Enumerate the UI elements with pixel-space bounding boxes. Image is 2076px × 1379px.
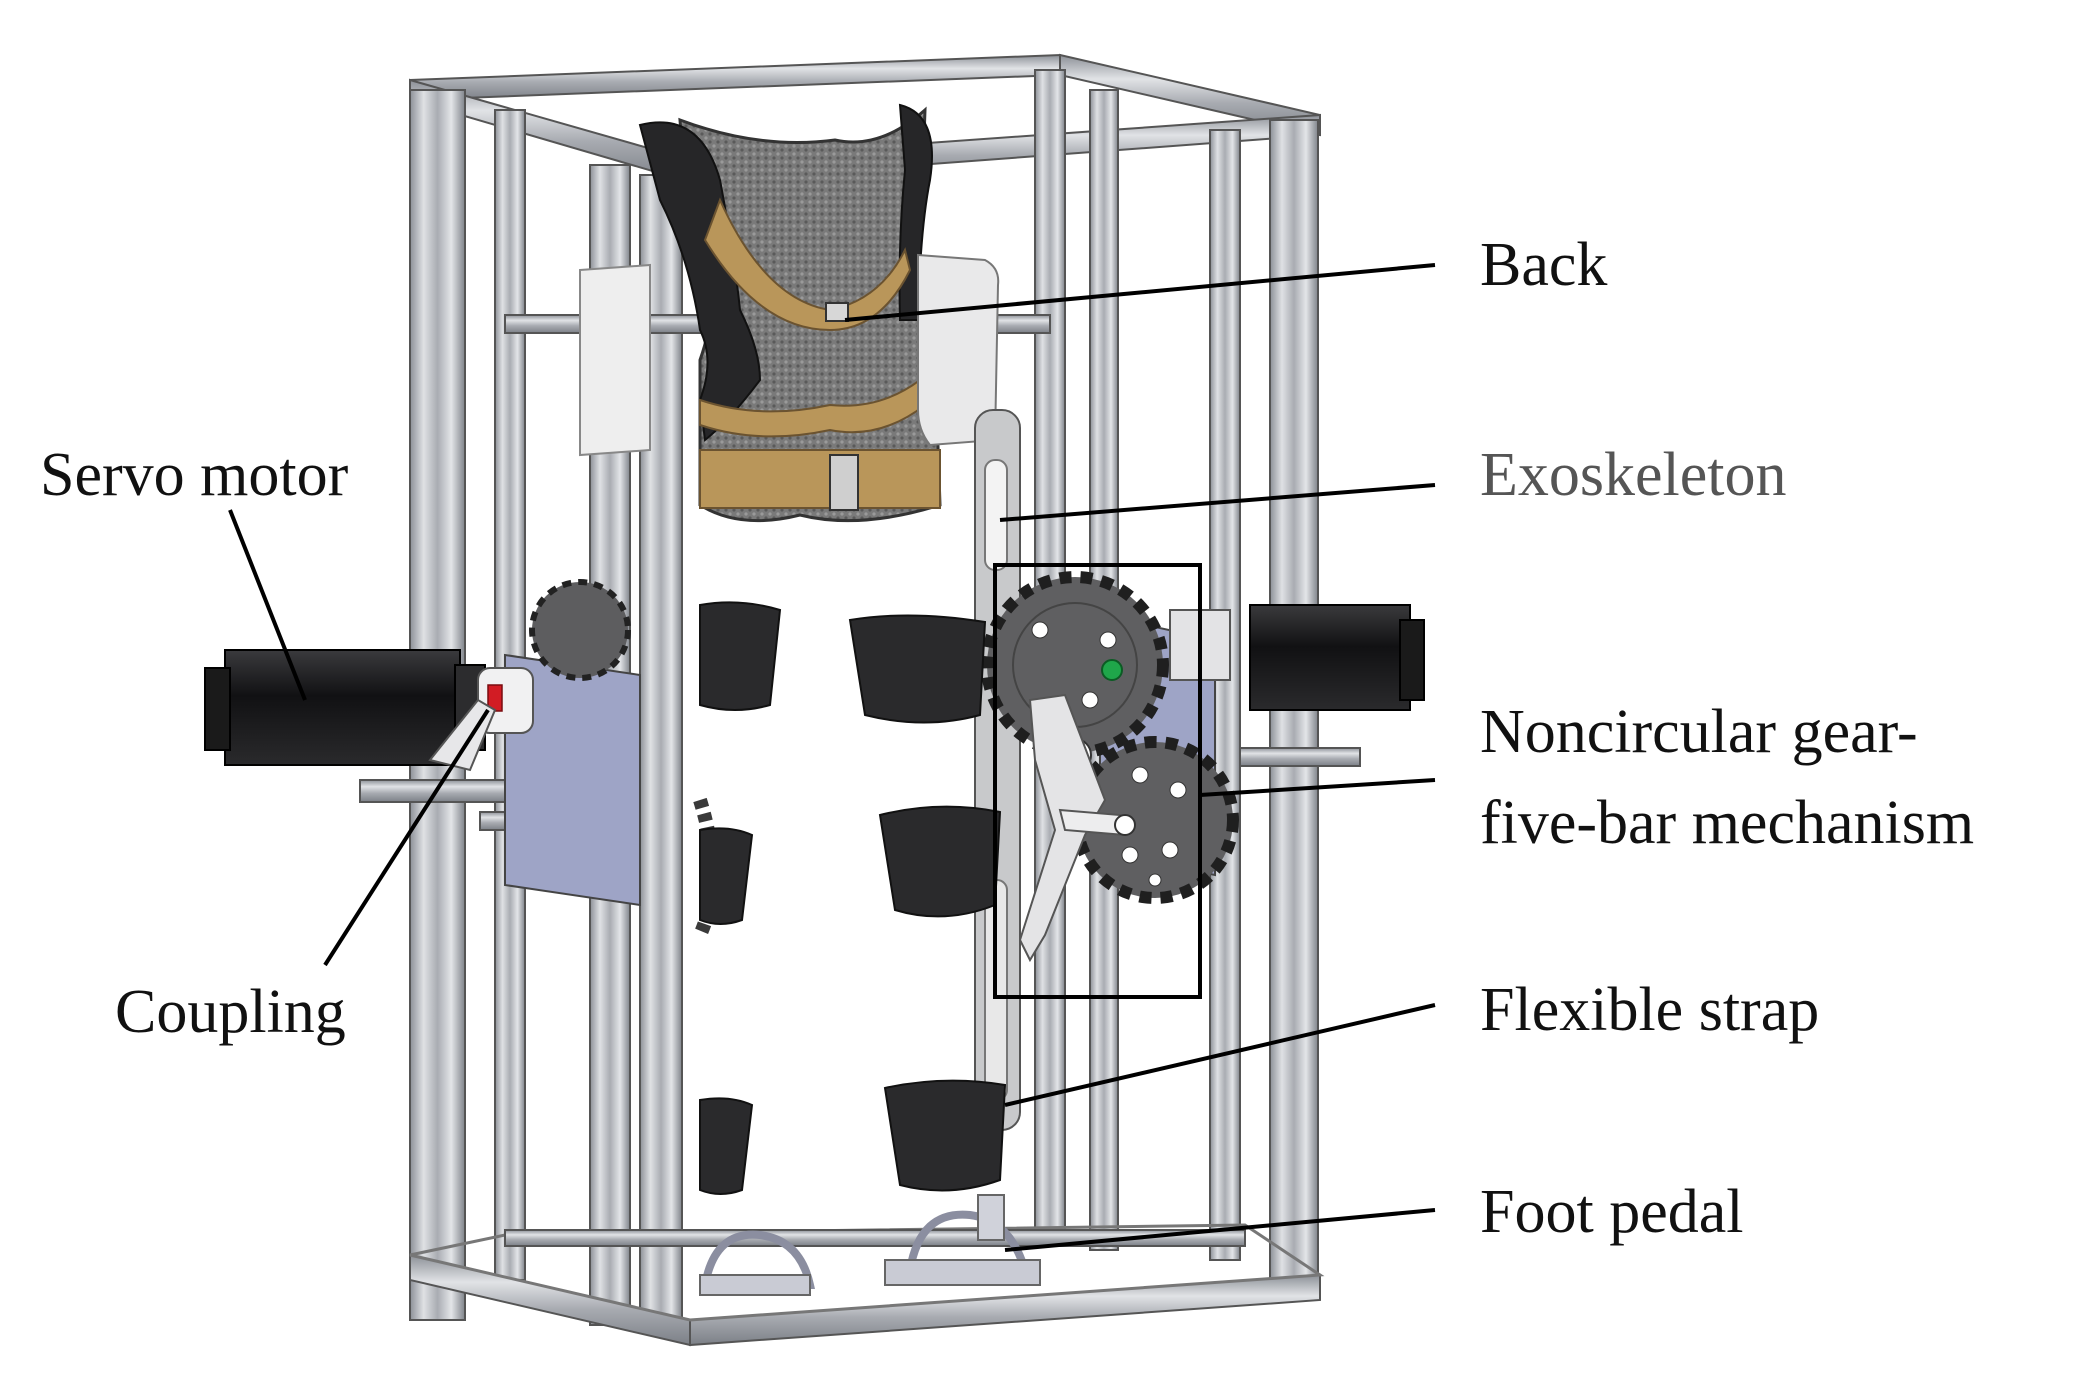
leader-coupling [323,708,490,967]
foot-pedals [699,1194,1041,1296]
back-vest [638,103,942,523]
strap-cuff-left-middle [699,827,754,925]
vest-strap-left [638,121,762,442]
strap-cuff-left-lower [699,1097,754,1195]
leader-exoskeleton [999,483,1436,522]
servo-motor-right-body [1249,604,1411,711]
servo-motor-left [204,649,534,772]
vest-trim [703,197,912,332]
label-servo-motor: Servo motor [40,441,349,509]
label-gear-mechanism-line1: Noncircular gear- [1480,698,1918,766]
noncircular-gear-driven [1071,736,1239,904]
leader-gear-mechanism [1199,778,1436,797]
servo-motor-right [1169,604,1425,711]
strap-cuff-left-upper [699,601,782,711]
frame-mid-rail-right [1239,747,1361,767]
frame-bottom-rail-back [409,1223,1325,1322]
leader-servo-motor [228,509,307,701]
label-flexible-strap: Flexible strap [1480,976,1819,1044]
vest-buckle [825,302,849,322]
foot-pedal-left [700,1230,815,1289]
leader-back [844,263,1436,322]
back-plate [579,253,1000,457]
flexible-straps [699,601,1007,1195]
noncircular-gear-left-back [529,579,631,681]
vest-belt-clip [829,454,859,511]
leader-foot-pedal [1004,1208,1436,1252]
leader-lines [228,263,1436,1252]
strap-cuff-right-upper [848,614,987,724]
label-foot-pedal: Foot pedal [1480,1178,1743,1246]
frame-bottom-crossbar [504,1229,1246,1247]
five-bar-linkage [1018,693,1136,963]
label-gear-mechanism-line2: five-bar mechanism [1480,789,1974,857]
strap-cuff-right-middle [878,805,1002,918]
label-exoskeleton: Exoskeleton [1480,441,1787,509]
motor-bracket-left [428,698,497,772]
green-sensor [1101,659,1123,681]
servo-motor-left-body [224,649,461,766]
label-coupling: Coupling [115,978,346,1046]
strap-cuff-right-lower [883,1079,1007,1192]
mechanism-highlight-box [993,563,1202,999]
frame-top-rail-left [409,53,1061,102]
label-back: Back [1480,231,1607,299]
leader-flexible-strap [1004,1003,1436,1107]
vest-belt [699,449,941,509]
